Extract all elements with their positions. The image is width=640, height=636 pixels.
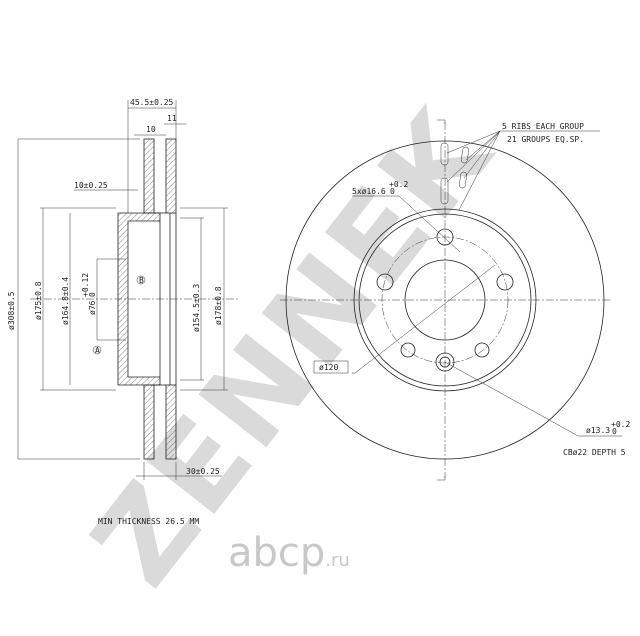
ribs-note-line2: 21 GROUPS EQ.SP. — [507, 135, 584, 144]
site-watermark-name: abcp — [228, 530, 326, 576]
front-view — [280, 119, 622, 481]
dim-10-label: 10 — [146, 125, 156, 134]
outer-diameter-label: ø308±0.5 — [7, 291, 16, 330]
datum-a-label: A — [95, 346, 100, 355]
center-bore-tol-lower: 0 — [88, 292, 97, 297]
site-watermark: abcp.ru — [228, 530, 350, 576]
ribs-note-line1: 5 RIBS EACH GROUP — [502, 122, 584, 131]
small-hole-label: ø13.3 — [586, 426, 610, 435]
dia-178-label: ø178±0.8 — [214, 286, 223, 325]
min-thickness-note: MIN THICKNESS 26.5 MM — [98, 517, 199, 526]
bolt-holes-label: 5xø16.6 — [352, 187, 386, 196]
dia-164-label: ø164.8±0.4 — [61, 277, 70, 325]
dia-154-label: ø154.5±0.3 — [192, 284, 201, 332]
datum-b-label: B — [139, 276, 144, 285]
center-bore-tol-upper: +0.12 — [81, 273, 90, 297]
bolt-holes-tol-upper: +0.2 — [389, 180, 408, 189]
dia-175-label: ø175±0.8 — [34, 281, 43, 320]
small-hole-tol-upper: +0.2 — [611, 420, 630, 429]
hub-offset-label: 10±0.25 — [74, 181, 108, 190]
center-bore-label: ø76 — [88, 300, 97, 315]
side-view-section — [17, 100, 240, 480]
dim-11-label: 11 — [167, 114, 177, 123]
counterbore-label: CBø22 DEPTH 5 — [563, 448, 626, 457]
site-watermark-tld: .ru — [325, 550, 350, 571]
small-hole-tol-lower: 0 — [612, 427, 617, 436]
bolt-holes-tol-lower: 0 — [390, 187, 395, 196]
thickness-label: 30±0.25 — [186, 467, 220, 476]
overall-width-label: 45.5±0.25 — [130, 98, 174, 107]
pcd-label: ø120 — [319, 363, 338, 372]
